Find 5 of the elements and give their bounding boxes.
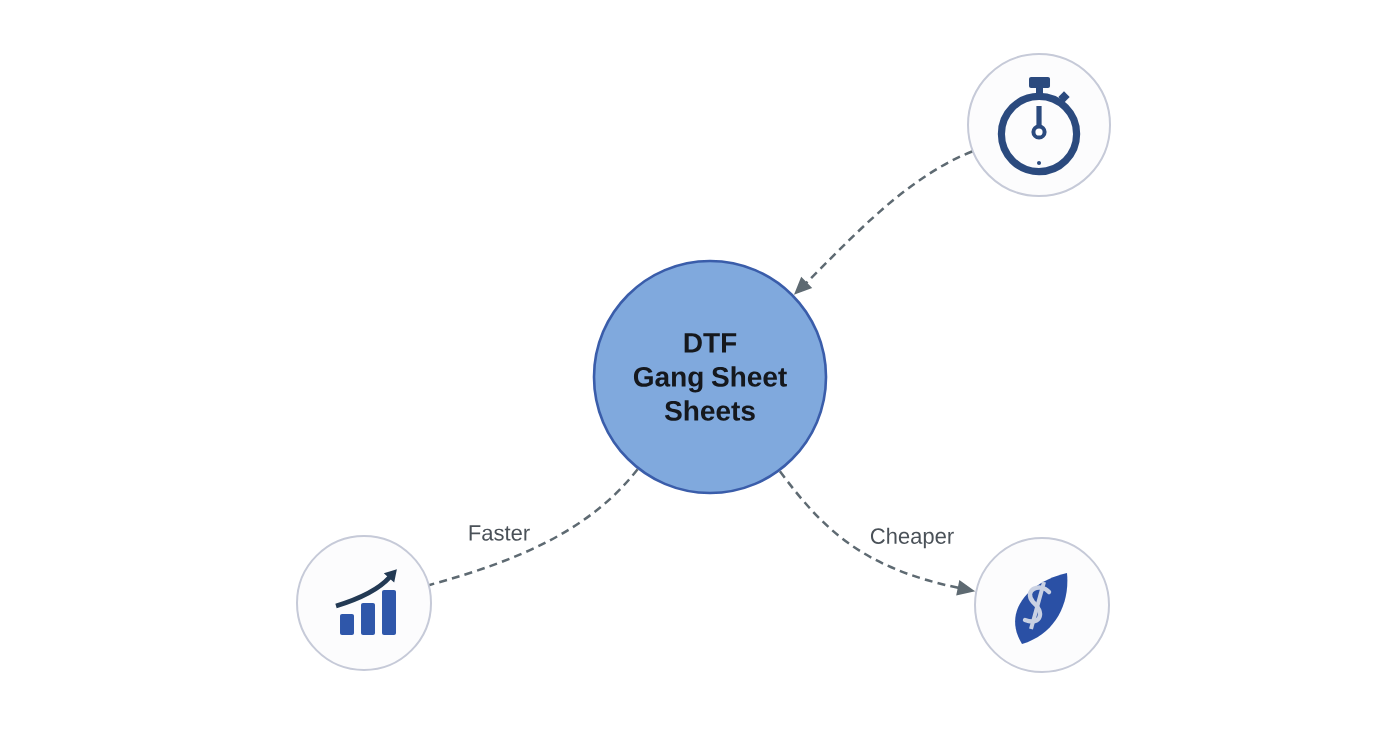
- icon-circle: [296, 535, 432, 671]
- icon-circle: [967, 53, 1111, 197]
- connector-line: [429, 468, 639, 587]
- edge-label: Cheaper: [867, 525, 957, 551]
- edge-label: Faster: [465, 523, 533, 543]
